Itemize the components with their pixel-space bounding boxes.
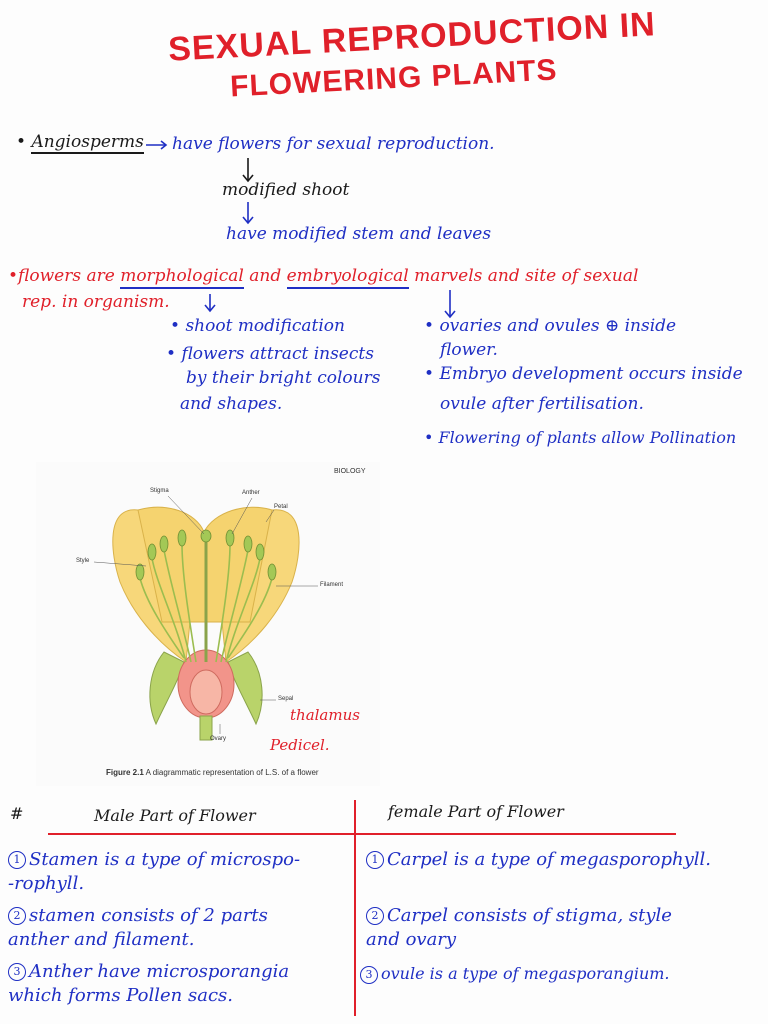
flower-figure: BIOLOGY	[36, 462, 380, 786]
right-point-3-text: Flowering of plants allow Pollination	[438, 428, 737, 447]
modified-stem-text: have modified stem and leaves	[226, 224, 492, 244]
figure-caption-text: A diagrammatic representation of L.S. of…	[145, 768, 319, 777]
table-hash: #	[10, 804, 24, 823]
annot-pedicel: Pedicel.	[270, 736, 330, 754]
female-row-2-text: Carpel consists of stigma, style and ova…	[366, 905, 672, 950]
male-row-3-text: Anther have microsporangia which forms P…	[8, 961, 290, 1006]
left-point-1: • shoot modification	[170, 316, 345, 336]
label-ovary: Ovary	[210, 736, 227, 742]
morphological-term: morphological	[120, 266, 244, 289]
male-row-2-text: stamen consists of 2 parts anther and fi…	[8, 905, 268, 950]
embryological-term: embryological	[286, 266, 409, 289]
male-row-3-number: 3	[8, 963, 26, 981]
figure-header: BIOLOGY	[334, 468, 366, 475]
male-header: Male Part of Flower	[94, 806, 256, 825]
right-point-2-text: Embryo development occurs inside	[439, 364, 743, 384]
label-petal: Petal	[274, 504, 288, 510]
label-anther: Anther	[242, 490, 260, 496]
figure-caption-number: Figure 2.1	[106, 768, 144, 777]
female-header: female Part of Flower	[388, 802, 564, 821]
female-row-3-number: 3	[360, 965, 378, 984]
male-row-1-text: Stamen is a type of microspo- -rophyll.	[8, 849, 301, 894]
angiosperms-definition: have flowers for sexual reproduction.	[172, 134, 495, 154]
marvels-line-2: rep. in organism.	[22, 292, 170, 312]
label-filament: Filament	[320, 582, 344, 588]
label-sepal: Sepal	[278, 696, 294, 702]
left-point-2-cont-2: and shapes.	[180, 394, 283, 414]
angiosperms-term: Angiosperms	[31, 132, 144, 154]
female-row-2-number: 2	[366, 907, 384, 925]
label-style: Style	[76, 558, 90, 564]
marvels-and: and	[249, 266, 282, 286]
female-row-1-number: 1	[366, 851, 384, 869]
female-row-1-text: Carpel is a type of megasporophyll.	[387, 849, 711, 870]
male-row-1-number: 1	[8, 851, 26, 869]
male-row-2-number: 2	[8, 907, 26, 925]
right-point-3: • Flowering of plants allow Pollination	[424, 428, 737, 447]
right-point-1-cont: flower.	[440, 340, 498, 360]
annot-thalamus: thalamus	[290, 706, 360, 724]
left-point-1-text: shoot modification	[185, 316, 345, 336]
marvels-suffix: marvels and site of sexual	[414, 266, 639, 286]
marvels-statement: •flowers are morphological and embryolog…	[8, 266, 639, 289]
right-point-2: • Embryo development occurs inside	[424, 364, 743, 384]
left-point-2: • flowers attract insects	[166, 344, 374, 364]
flower-ls-diagram	[93, 495, 318, 741]
modified-shoot-text: modified shoot	[222, 180, 350, 200]
label-stigma: Stigma	[150, 488, 169, 494]
left-point-2-text: flowers attract insects	[181, 344, 374, 364]
right-point-1-text: ovaries and ovules ⊕ inside	[439, 316, 677, 336]
left-point-2-cont-1: by their bright colours	[186, 368, 381, 388]
right-point-1: • ovaries and ovules ⊕ inside	[424, 316, 677, 336]
angiosperms-bullet: • Angiosperms	[16, 132, 144, 154]
figure-caption: Figure 2.1 A diagrammatic representation…	[106, 768, 319, 777]
female-row-3-text: ovule is a type of megasporangium.	[381, 964, 670, 983]
right-point-2-cont: ovule after fertilisation.	[440, 394, 644, 414]
marvels-prefix: flowers are	[18, 266, 115, 286]
